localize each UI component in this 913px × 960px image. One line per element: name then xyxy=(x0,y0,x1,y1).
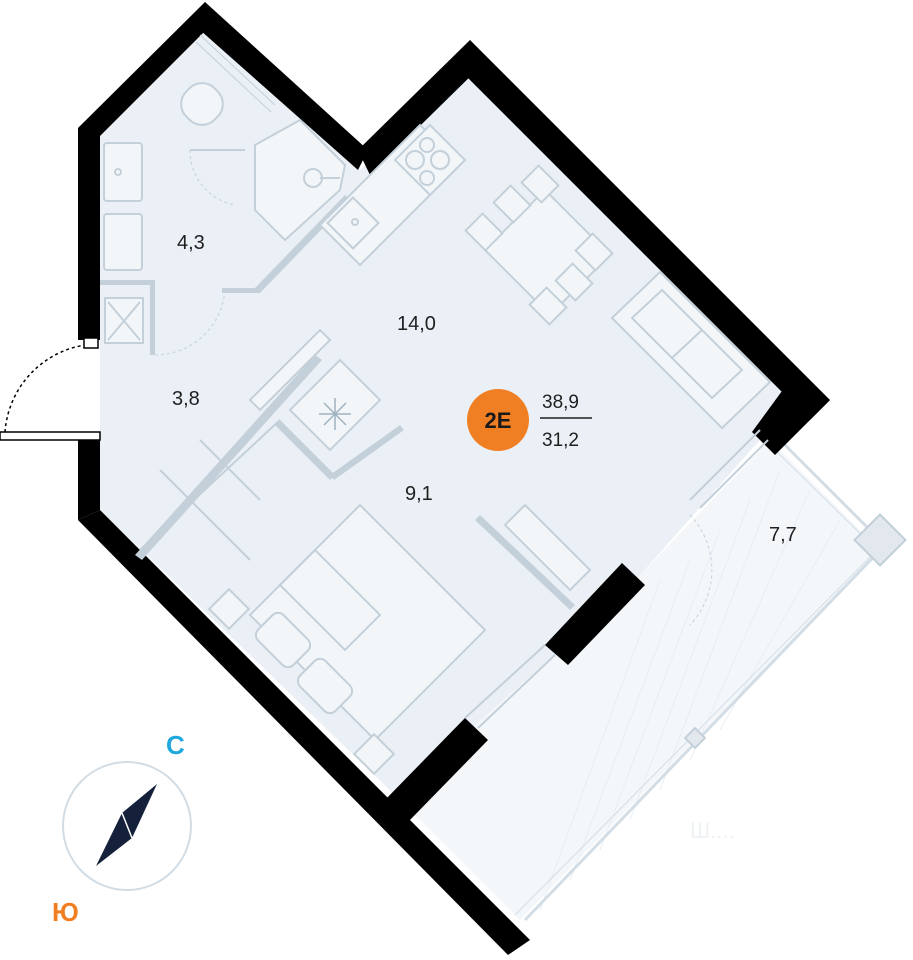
nightstands xyxy=(207,587,396,776)
compass: С Ю xyxy=(52,730,192,927)
apartment-badge-label: 2E xyxy=(485,408,512,433)
washbasin xyxy=(103,142,143,202)
bed xyxy=(248,503,487,742)
wall-right-block xyxy=(752,380,830,455)
snowflake-icon xyxy=(319,398,351,430)
balcony-railing-inner xyxy=(769,444,876,549)
washing-machine xyxy=(103,213,143,271)
sofa xyxy=(610,270,772,430)
interior-partitions xyxy=(100,195,575,610)
desk xyxy=(503,503,592,592)
window-kitchen xyxy=(689,429,769,509)
wall-bottom-left-diagonal xyxy=(78,510,530,955)
apartment-badge: 2E xyxy=(467,389,529,451)
total-area-label: 38,9 xyxy=(542,392,579,413)
bathroom-hatch-wall xyxy=(195,34,276,113)
entrance-door xyxy=(0,337,101,441)
cooktop xyxy=(393,123,467,197)
wall-top-left-diagonal xyxy=(78,2,218,136)
balcony-area-label: 7,7 xyxy=(769,524,797,546)
watermark: Ш.... xyxy=(690,818,735,843)
hallway-door-swing xyxy=(154,287,226,356)
balcony-hatching xyxy=(539,469,841,911)
toilet xyxy=(180,82,224,126)
bedroom-area-label: 9,1 xyxy=(405,483,433,505)
wall-top-right-diagonal xyxy=(358,40,485,175)
hallway-cabinet xyxy=(104,297,144,344)
living-area-label: 31,2 xyxy=(542,430,579,451)
wall-left xyxy=(78,128,100,340)
kitchen-living-area-label: 14,0 xyxy=(397,313,436,335)
hallway-area-label: 3,8 xyxy=(172,388,200,410)
wall-bottom-stub xyxy=(385,718,488,822)
shower-cabin xyxy=(254,118,347,242)
wardrobe xyxy=(139,328,332,561)
wall-top-middle-diagonal xyxy=(200,2,368,170)
window-bedroom xyxy=(464,644,556,729)
bathroom-door-swing xyxy=(189,149,245,206)
balcony-door-swing xyxy=(689,514,713,626)
compass-north-label: С xyxy=(166,730,185,760)
wall-bedroom-stub xyxy=(545,563,645,665)
balcony-post-small xyxy=(683,726,707,750)
bathroom-area-label: 4,3 xyxy=(177,232,205,254)
dining-chairs xyxy=(464,164,614,326)
wall-left-lower xyxy=(78,440,100,520)
balcony-post xyxy=(853,513,907,567)
compass-south-label: Ю xyxy=(52,897,79,927)
wall-right-diagonal xyxy=(460,40,830,420)
